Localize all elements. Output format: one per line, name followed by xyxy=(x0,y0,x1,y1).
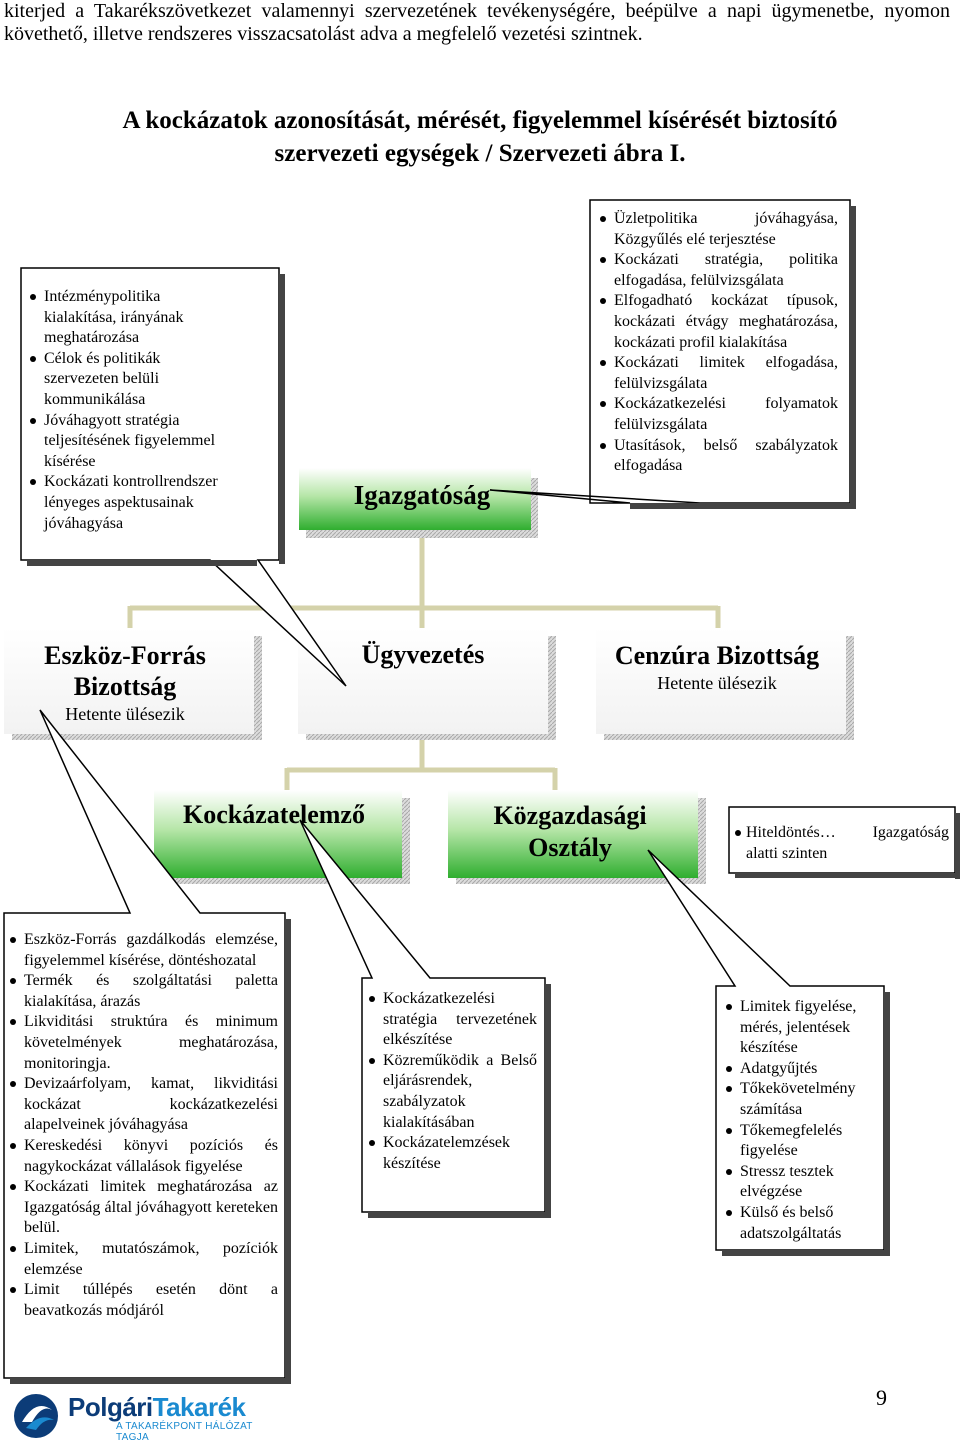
list-item: Devizaárfolyam, kamat, likviditási kocká… xyxy=(8,1074,278,1136)
list-item: Külső és belső adatszolgáltatás xyxy=(724,1203,880,1244)
box-kockazatelemzo-label: Kockázatelemző xyxy=(183,800,365,829)
box-kozgazdasagi: Közgazdasági Osztály xyxy=(448,800,692,864)
list-item: Adatgyűjtés xyxy=(724,1059,880,1080)
page-number: 9 xyxy=(876,1385,887,1410)
box-cenzura-sub: Hetente ülésezik xyxy=(657,673,777,693)
box-ugyvezetes-shape xyxy=(298,628,556,740)
logo-name: PolgáriTakarék xyxy=(68,1392,246,1423)
side-note-line1a: Hiteldöntés… xyxy=(746,824,836,841)
box-cenzura: Cenzúra Bizottság Hetente ülésezik xyxy=(596,640,838,695)
list-item: Limitek, mutatószámok, pozíciók elemzése xyxy=(8,1239,278,1280)
list-item: Eszköz-Forrás gazdálkodás elemzése, figy… xyxy=(8,930,278,971)
side-note-line1b: Igazgatóság xyxy=(872,824,949,841)
logo-name-b: Takarék xyxy=(152,1392,246,1422)
list-item: Tőkekövetelmény számítása xyxy=(724,1079,880,1120)
callout-bottom-left: Eszköz-Forrás gazdálkodás elemzése, figy… xyxy=(8,930,278,1321)
title-line-1: A kockázatok azonosítását, mérését, figy… xyxy=(122,107,838,134)
box-kozgazdasagi-line2: Osztály xyxy=(528,833,612,862)
list-item: Kockázatelemzések készítése xyxy=(367,1133,537,1174)
list-item: Kockázatkezelési folyamatok felülvizsgál… xyxy=(598,394,838,435)
list-item: Limit túllépés esetén dönt a beavatkozás… xyxy=(8,1280,278,1321)
box-ugyvezetes-label: Ügyvezetés xyxy=(361,640,485,669)
box-cenzura-shape xyxy=(596,628,854,740)
list-item: Kockázatkezelési stratégia tervezetének … xyxy=(367,989,537,1051)
list-item: Jóváhagyott stratégia teljesítésének fig… xyxy=(28,411,234,473)
list-item: Termék és szolgáltatási paletta kialakít… xyxy=(8,971,278,1012)
box-igazgatosag-shape xyxy=(299,468,538,538)
logo-name-a: Polgári xyxy=(68,1392,153,1422)
list-item: Likviditási struktúra és minimum követel… xyxy=(8,1012,278,1074)
side-note-shape xyxy=(728,806,956,874)
box-eszkoz-forras-line1: Eszköz-Forrás xyxy=(44,641,206,670)
box-igazgatosag: Igazgatóság xyxy=(299,480,545,511)
box-ugyvezetes: Ügyvezetés xyxy=(298,640,548,670)
side-note: Hiteldöntés… Igazgatóság alatti szinten xyxy=(733,823,949,864)
logo: PolgáriTakarék A TAKARÉKPONT HÁLÓZAT TAG… xyxy=(10,1388,270,1443)
box-eszkoz-forras-line2: Bizottság xyxy=(73,672,177,701)
list-item: Kockázati kontrollrendszer lényeges aspe… xyxy=(28,472,234,534)
list-item: Üzletpolitika jóváhagyása, Közgyűlés elé… xyxy=(598,209,838,250)
title-line-2: szervezeti egységek / Szervezeti ábra I. xyxy=(274,140,686,167)
diagram-title: A kockázatok azonosítását, mérését, figy… xyxy=(0,104,960,170)
box-cenzura-line1: Cenzúra Bizottság xyxy=(614,641,820,670)
box-eszkoz-forras: Eszköz-Forrás Bizottság Hetente ülésezik xyxy=(4,640,246,726)
callout-bottom-right: Limitek figyelése, mérés, jelentések kés… xyxy=(724,997,880,1244)
list-item: Kockázati limitek elfogadása, felülvizsg… xyxy=(598,353,838,394)
connectors xyxy=(127,535,721,790)
callout-bottom-middle: Kockázatkezelési stratégia tervezetének … xyxy=(367,989,537,1174)
callout-top-right: Üzletpolitika jóváhagyása, Közgyűlés elé… xyxy=(598,209,838,477)
list-item: Stressz tesztek elvégzése xyxy=(724,1162,880,1203)
box-kockazatelemzo: Kockázatelemző xyxy=(154,800,394,830)
list-item: Közreműködik a Belső eljárásrendek, szab… xyxy=(367,1051,537,1133)
list-item: Kereskedési könyvi pozíciós és nagykocká… xyxy=(8,1136,278,1177)
list-item: Kockázati stratégia, politika elfogadása… xyxy=(598,250,838,291)
list-item: Limitek figyelése, mérés, jelentések kés… xyxy=(724,997,880,1059)
box-kozgazdasagi-line1: Közgazdasági xyxy=(493,801,647,830)
list-item: Tőkemegfelelés figyelése xyxy=(724,1121,880,1162)
intro-paragraph: kiterjed a Takarékszövetkezet valamennyi… xyxy=(4,0,950,45)
list-item: Elfogadható kockázat típusok, kockázati … xyxy=(598,291,838,353)
logo-tagline: A TAKARÉKPONT HÁLÓZAT TAGJA xyxy=(116,1421,253,1443)
list-item: Utasítások, belső szabályzatok elfogadás… xyxy=(598,436,838,477)
list-item: Intézménypolitika kialakítása, irányának… xyxy=(28,287,234,349)
box-kockazatelemzo-shape xyxy=(154,790,410,884)
logo-mark-icon xyxy=(14,1394,58,1438)
list-item: Célok és politikák szervezeten belüli ko… xyxy=(28,349,234,411)
box-eszkoz-forras-shape xyxy=(4,628,262,740)
list-item: Kockázati limitek meghatározása az Igazg… xyxy=(8,1177,278,1239)
box-eszkoz-forras-sub: Hetente ülésezik xyxy=(65,704,185,724)
box-igazgatosag-label: Igazgatóság xyxy=(353,480,491,510)
side-note-line2: alatti szinten xyxy=(746,844,828,862)
callout-top-left: Intézménypolitika kialakítása, irányának… xyxy=(28,287,234,534)
